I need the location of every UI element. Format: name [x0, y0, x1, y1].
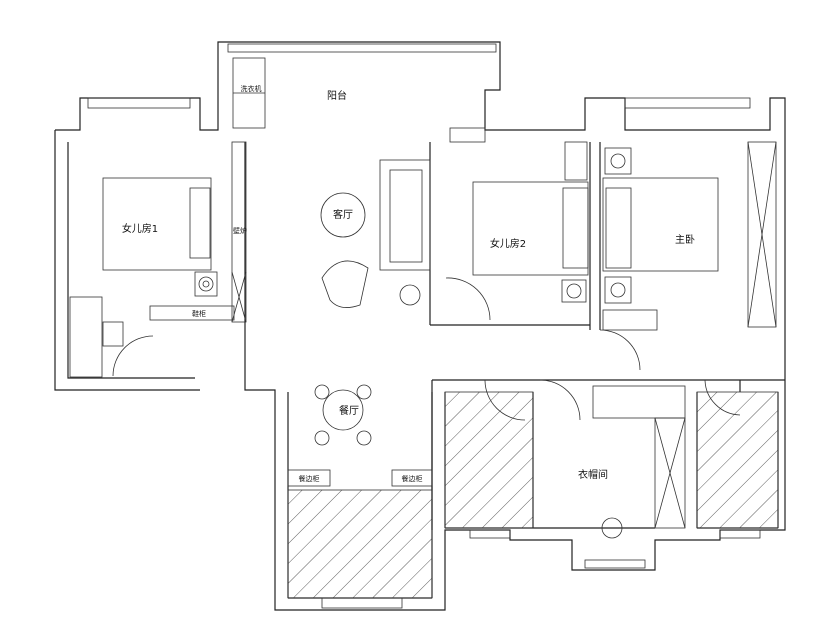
hatched-area-dining	[287, 489, 433, 599]
fixture-label-fireplace: 壁炉	[233, 226, 247, 235]
room-label-master-bedroom: 主卧	[675, 233, 695, 246]
hatched-area-right	[696, 391, 779, 529]
hatched-area-left	[444, 391, 534, 529]
room-label-walk-in-closet: 衣帽间	[578, 468, 608, 481]
room-label-living-room: 客厅	[333, 208, 353, 221]
room-label-dining-room: 餐厅	[339, 404, 359, 417]
fixture-label-sideboard-right: 餐边柜	[402, 474, 423, 483]
fixture-label-shoe-cabinet: 鞋柜	[192, 309, 206, 318]
room-label-daughter-room-2: 女儿房2	[490, 237, 526, 250]
furniture	[69, 57, 777, 539]
fixture-label-sideboard-left: 餐边柜	[299, 474, 320, 483]
room-label-daughter-room-1: 女儿房1	[122, 222, 158, 235]
room-label-balcony: 阳台	[327, 89, 347, 102]
fixture-label-washing-machine: 洗衣机	[241, 84, 262, 93]
